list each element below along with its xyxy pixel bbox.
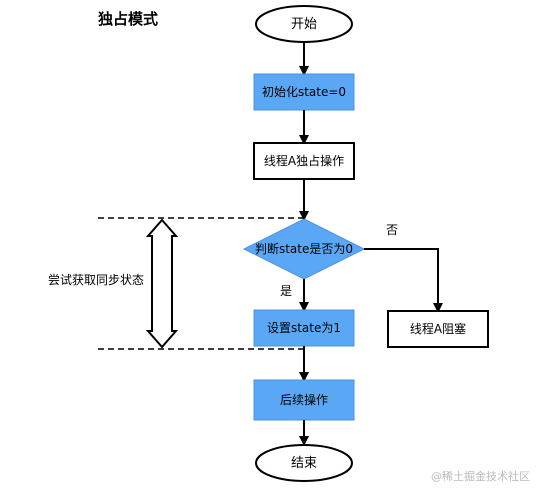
diagram-title: 独占模式	[98, 10, 158, 28]
exclusive-op-node-label: 线程A独占操作	[264, 153, 344, 168]
set-state-node-shape	[253, 309, 355, 347]
followup-node-shape	[253, 379, 355, 421]
followup-node-label: 后续操作	[280, 392, 328, 407]
set-state-node-label: 设置state为1	[267, 321, 341, 335]
start-node-label: 开始	[291, 17, 317, 32]
annotation-text: 尝试获取同步状态	[48, 272, 144, 287]
end-node-label: 结束	[291, 456, 317, 471]
watermark-text: @稀土掘金技术社区	[431, 469, 530, 483]
init-node-label: 初始化state=0	[262, 85, 346, 99]
init-node-shape	[253, 73, 355, 111]
edge-label-no: 否	[386, 223, 398, 237]
blocked-node-label: 线程A阻塞	[410, 321, 466, 336]
double-arrow-indicator	[145, 218, 179, 349]
end-node-shape	[255, 444, 353, 482]
edge-label-yes: 是	[280, 284, 292, 298]
edge-decision-to-blocked	[364, 248, 443, 313]
blocked-node-shape	[387, 310, 489, 348]
decision-node-label: 判断state是否为0	[255, 241, 353, 256]
